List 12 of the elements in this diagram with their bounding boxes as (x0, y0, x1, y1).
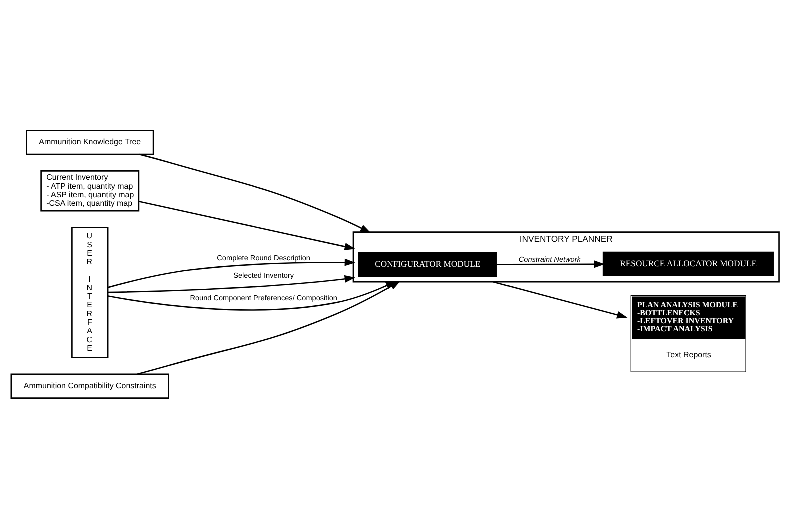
edge-label: Constraint Network (518, 255, 581, 264)
arrow (108, 258, 356, 288)
node-box: RESOURCE ALLOCATOR MODULE (602, 252, 774, 276)
edge-label: Round Component Preferences/ Composition (190, 294, 338, 303)
arrow (493, 281, 628, 319)
edge-label: Complete Round Description (217, 254, 310, 263)
arrow (497, 260, 606, 268)
arrow (108, 275, 356, 294)
node-box: CONFIGURATOR MODULE (358, 252, 498, 278)
arrow (139, 154, 372, 234)
arrow (138, 201, 356, 250)
edge-label: Selected Inventory (234, 270, 294, 280)
